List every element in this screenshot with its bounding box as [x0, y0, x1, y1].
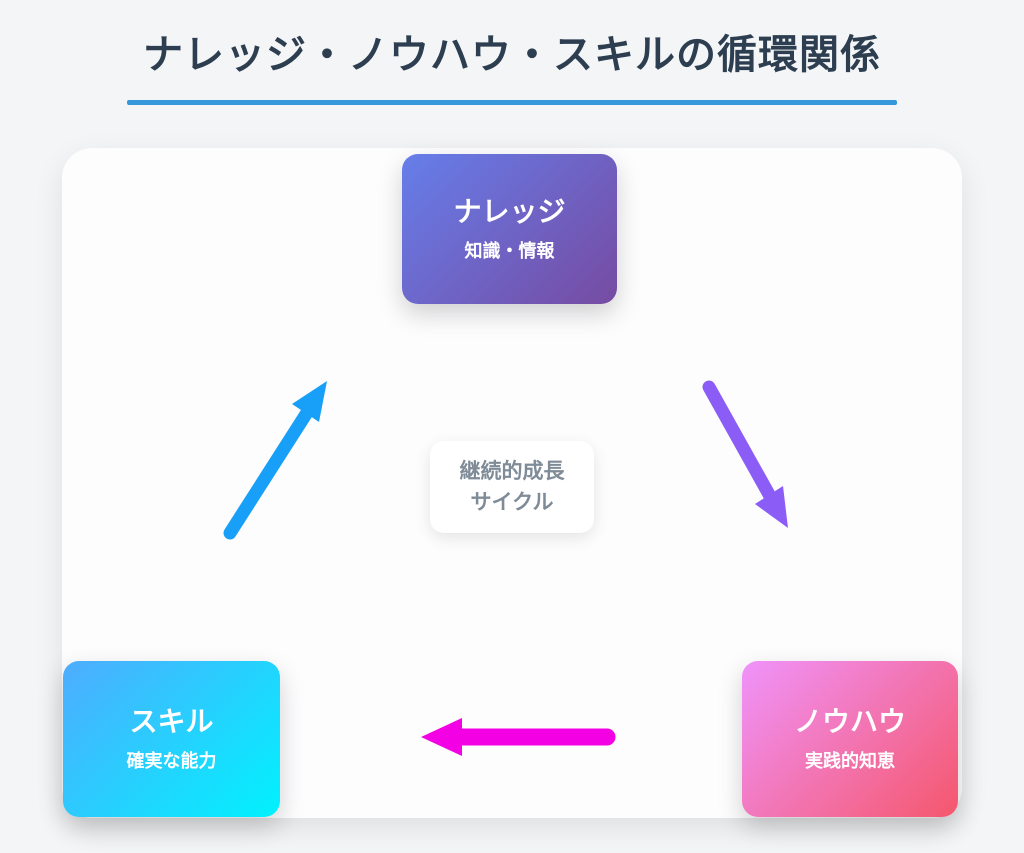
- arrow-knowledge-to-knowhow: [702, 380, 788, 528]
- center-cycle-label: 継続的成長 サイクル: [430, 441, 594, 533]
- arrow-skill-to-knowledge: [223, 381, 327, 540]
- node-knowhow-subtitle: 実践的知恵: [805, 751, 895, 772]
- title-underline: [127, 100, 897, 105]
- page-title: ナレッジ・ノウハウ・スキルの循環関係: [143, 33, 881, 77]
- diagram-card: ナレッジ 知識・情報 ノウハウ 実践的知恵 スキル 確実な能力 継続的成長 サイ…: [62, 148, 962, 818]
- arrow-skill-to-knowledge-shaft: [223, 404, 315, 540]
- node-skill: スキル 確実な能力: [63, 661, 280, 817]
- arrow-knowledge-to-knowhow-shaft: [702, 380, 778, 505]
- node-knowhow: ノウハウ 実践的知恵: [742, 661, 958, 817]
- node-knowledge-subtitle: 知識・情報: [464, 241, 555, 262]
- node-knowledge-title: ナレッジ: [453, 196, 566, 228]
- node-skill-subtitle: 確実な能力: [126, 751, 217, 772]
- arrow-knowledge-to-knowhow-head: [755, 486, 788, 528]
- arrow-knowhow-to-skill: [421, 718, 616, 756]
- node-skill-title: スキル: [129, 706, 214, 738]
- arrow-knowhow-to-skill-head: [421, 718, 462, 756]
- node-knowledge: ナレッジ 知識・情報: [402, 154, 617, 304]
- arrow-skill-to-knowledge-head: [292, 381, 327, 422]
- center-cycle-label-line2: サイクル: [470, 491, 554, 514]
- center-cycle-label-line1: 継続的成長: [459, 459, 565, 483]
- node-knowhow-title: ノウハウ: [793, 706, 906, 738]
